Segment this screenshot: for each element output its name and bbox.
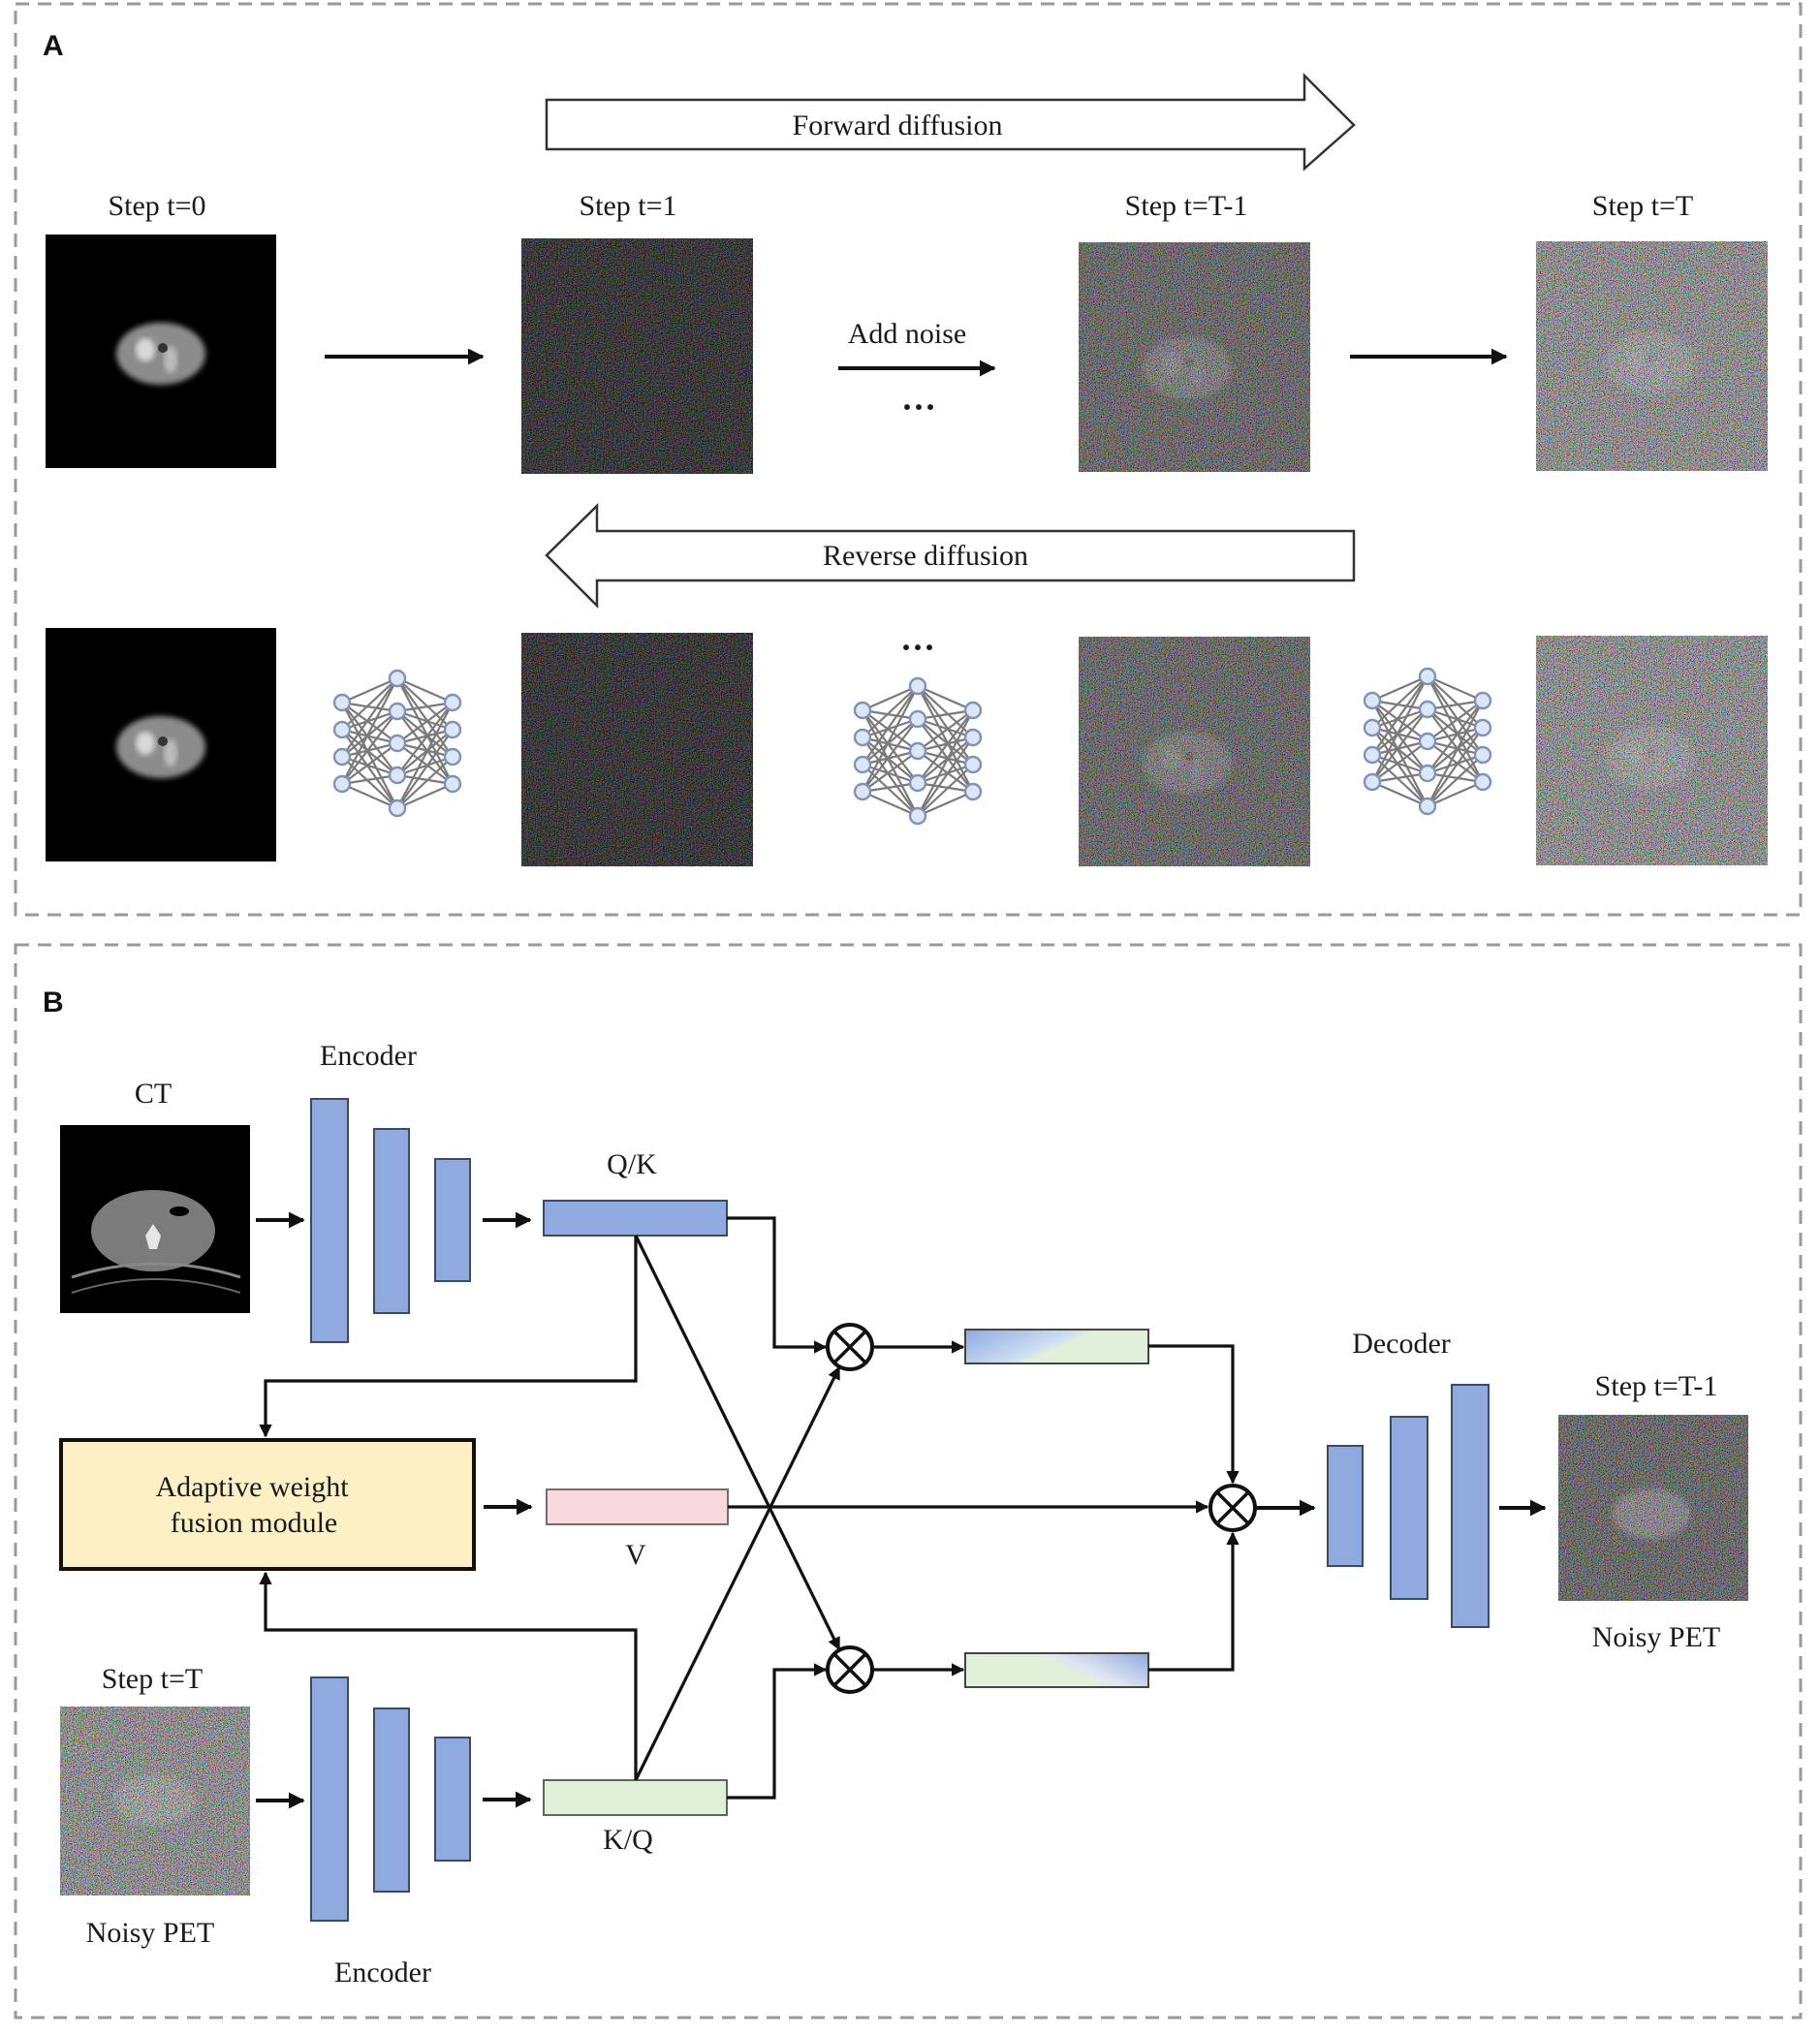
kq-to-multiply-bottom — [727, 1663, 828, 1800]
noisy-pet-input-image — [60, 1707, 250, 1895]
qk-to-multiply-top — [727, 1216, 828, 1354]
attention-feature-top — [964, 1329, 1149, 1364]
image-step-T-1-forward — [1079, 242, 1310, 472]
decoder-layer — [1390, 1416, 1428, 1600]
encoder-layer — [373, 1128, 410, 1314]
encoder-layer — [310, 1676, 349, 1922]
encoder-label-top: Encoder — [320, 1040, 417, 1072]
encoder-layer — [434, 1737, 471, 1862]
neural-network-icon — [853, 676, 983, 826]
encoder-layer — [373, 1707, 410, 1893]
image-step-T-reverse — [1536, 636, 1768, 865]
panel-a-letter: A — [43, 30, 64, 62]
panel-b-border — [14, 943, 1803, 2020]
v-feature-bar — [546, 1488, 729, 1525]
step-label-t0: Step t=0 — [108, 190, 205, 222]
neural-network-icon — [1363, 667, 1492, 816]
encoder-layer — [310, 1098, 349, 1343]
output-step-label: Step t=T-1 — [1595, 1370, 1718, 1402]
step-label-tT: Step t=T — [1592, 190, 1693, 222]
decoder-label: Decoder — [1352, 1328, 1451, 1360]
ellipsis-forward: ··· — [901, 388, 936, 426]
fusion-module-label-line1: Adaptive weight — [155, 1471, 349, 1503]
panel-a-border — [14, 2, 1803, 917]
noisy-pet-output-image — [1558, 1415, 1748, 1601]
pet-encoder — [310, 1676, 471, 1922]
attention-bottom-to-output — [1148, 1531, 1239, 1672]
kq-to-fusion-connector — [259, 1571, 638, 1780]
output-caption: Noisy PET — [1592, 1621, 1721, 1653]
attention-feature-bottom — [964, 1652, 1149, 1688]
ellipsis-reverse: ··· — [900, 628, 935, 667]
encoder-layer — [434, 1158, 471, 1282]
ct-image — [60, 1125, 250, 1313]
step-label-t1: Step t=1 — [579, 190, 676, 222]
v-label: V — [625, 1539, 646, 1571]
image-step-0-forward — [46, 235, 276, 468]
reverse-diffusion-arrow: Reverse diffusion — [545, 503, 1356, 610]
ct-encoder — [310, 1098, 471, 1343]
circled-times-icon — [826, 1645, 874, 1694]
input-caption: Noisy PET — [86, 1917, 215, 1949]
add-noise-label: Add noise — [848, 318, 967, 350]
step-label-tT-1: Step t=T-1 — [1125, 190, 1248, 222]
circled-times-icon — [826, 1323, 874, 1371]
kq-cross-connector — [634, 1365, 841, 1781]
circled-times-icon — [1208, 1484, 1257, 1532]
kq-feature-bar — [543, 1779, 728, 1816]
forward-diffusion-label: Forward diffusion — [793, 110, 1003, 141]
decoder-layer — [1451, 1384, 1490, 1628]
decoder-layer — [1327, 1445, 1364, 1567]
image-step-0-reverse — [46, 628, 276, 861]
qk-cross-connector — [634, 1235, 841, 1651]
panel-b-letter: B — [43, 987, 64, 1018]
kq-label: K/Q — [603, 1824, 653, 1856]
reverse-diffusion-label: Reverse diffusion — [823, 540, 1028, 572]
fusion-module-label-line2: fusion module — [171, 1507, 338, 1539]
qk-to-fusion-connector — [259, 1236, 638, 1438]
image-step-1-reverse — [521, 633, 753, 866]
qk-label: Q/K — [607, 1148, 657, 1180]
input-step-label: Step t=T — [102, 1663, 203, 1695]
decoder — [1327, 1384, 1490, 1628]
encoder-label-bottom: Encoder — [334, 1957, 431, 1989]
forward-diffusion-arrow: Forward diffusion — [545, 72, 1356, 172]
image-step-T-forward — [1536, 241, 1768, 471]
image-step-T-1-reverse — [1079, 637, 1310, 866]
attention-top-to-output — [1148, 1344, 1239, 1485]
adaptive-weight-fusion-module — [59, 1438, 476, 1571]
qk-feature-bar — [543, 1200, 728, 1237]
neural-network-icon — [332, 669, 462, 818]
image-step-1-forward — [521, 238, 753, 474]
ct-label: CT — [135, 1078, 172, 1110]
